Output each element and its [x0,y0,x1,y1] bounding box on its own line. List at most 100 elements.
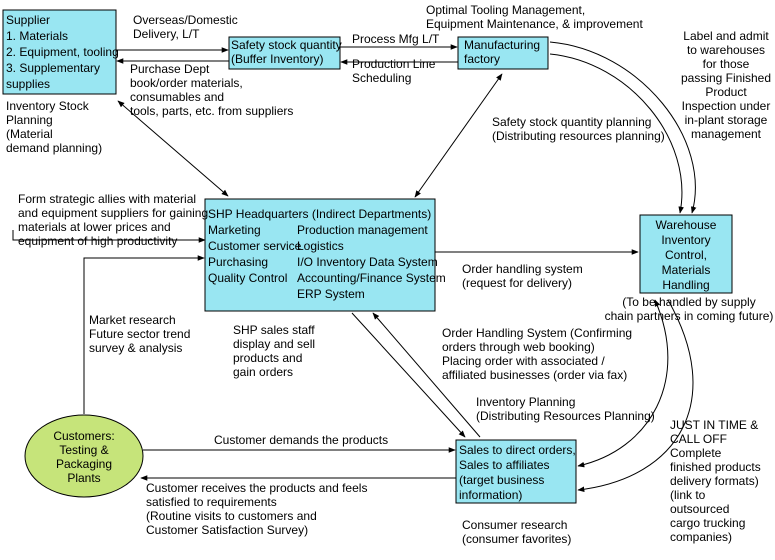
warehouse-text-line: Materials [662,263,711,277]
arrow-customers-to-headquarters [83,255,205,414]
arrow-supplier-headquarters [117,100,229,197]
label-order-web-booking-line: Placing order with associated / [442,354,605,368]
label-just-in-time-line: CALL OFF [670,432,727,446]
label-optimal-tooling-line: Optimal Tooling Management, [426,3,585,17]
label-inventory-stock-planning-line: Planning [6,113,53,127]
headquarters-title: SHP Headquarters (Indirect Departments) [208,207,431,221]
safety-stock-text-line: Safety stock quantity [231,38,342,52]
connectors [12,41,697,493]
label-consumer-research: Consumer research(consumer favorites) [462,518,571,546]
arrow-warehouse-sales-link [577,299,669,468]
label-purchase-dept-line: consumables and [130,90,224,104]
headquarters-right-column-line: ERP System [297,287,365,301]
label-admit-warehouse-line: management [691,127,762,141]
label-strategic-allies-line: Form strategic allies with material [18,192,196,206]
sales-text-line: Sales to direct orders, [459,443,576,457]
label-just-in-time-line: cargo trucking [670,516,745,530]
headquarters-left-column-line: Purchasing [208,255,268,269]
warehouse-text-line: Warehouse [656,218,717,232]
label-sales-staff-line: gain orders [233,365,293,379]
supplier-text-line: Supplier [6,13,50,27]
label-admit-warehouse-line: to warehouses [687,43,765,57]
label-inventory-stock-planning-line: demand planning) [6,141,102,155]
customers-text-line: Testing & [59,443,108,457]
label-overseas-delivery-line: Delivery, L/T [133,27,200,41]
label-production-line-line: Scheduling [352,71,411,85]
supplier-text: Supplier 1. Materials 2. Equipment, toolin… [6,13,119,91]
label-just-in-time-line: companies) [670,530,732,544]
label-admit-warehouse-line: Inspection under [682,99,771,113]
sales-text-line: (target business [459,473,544,487]
label-purchase-dept-line: book/order materials, [130,76,243,90]
sales-text-line: information) [459,488,522,502]
safety-stock-box [228,36,341,70]
sales-text-line: Sales to affiliates [459,458,550,472]
customers-text-line: Customers: [53,429,114,443]
supplier-text-line: 2. Equipment, tooling [6,45,119,59]
manufacturing-text-line: Manufacturing [464,38,540,52]
label-inventory-stock-planning-line: Inventory Stock [6,99,90,113]
customers-text-line: Plants [67,471,100,485]
headquarters-right-column-line: Logistics [297,239,344,253]
sales-box [455,439,577,504]
label-inventory-planning: Inventory Planning(Distributing Resource… [476,395,655,423]
label-safety-stock-planning-line: Safety stock quantity planning [492,115,651,129]
label-admit-warehouse-line: passing Finished [681,71,771,85]
manufacturing-box [457,36,549,70]
label-production-line-line: Production Line [352,57,436,71]
label-just-in-time-line: finished products [670,460,761,474]
arrow-headquarters-to-sales [351,312,466,438]
label-just-in-time-line: (link to [670,488,706,502]
label-customer-receives-line: Customer receives the products and feels [146,481,367,495]
customers-ellipse [24,414,144,498]
label-customer-receives: Customer receives the products and feels… [146,481,367,537]
arrow-headquarters-manufacturing [414,73,503,198]
manufacturing-text-line: factory [464,52,500,66]
label-purchase-dept-line: tools, parts, etc. from suppliers [130,104,293,118]
label-customer-receives-line: (Routine visits to customers and [146,509,317,523]
supplier-box [2,9,117,95]
supplier-text-line: 3. Supplementary [6,61,100,75]
headquarters-left-column-line: Quality Control [208,271,287,285]
label-strategic-allies-line: and equipment suppliers for gaining [18,206,208,220]
label-overseas-delivery-line: Overseas/Domestic [133,13,238,27]
sales-node: Sales to direct orders,Sales to affiliat… [455,439,577,504]
label-safety-stock-planning: Safety stock quantity planning(Distribut… [492,115,665,143]
safety-stock-node: Safety stock quantity(Buffer Inventory) [228,36,342,70]
label-market-research-line: Market research [89,313,176,327]
label-purchase-dept-line: Purchase Dept [130,62,210,76]
arrow-warehouse-sales-jit [577,299,694,493]
sales-text: Sales to direct orders,Sales to affiliat… [459,443,576,502]
arrow-manufacturing-to-warehouse-outer [549,41,697,214]
warehouse-box [639,214,733,294]
label-supply-chain-partners-line: (To be handled by supply [622,295,755,309]
safety-stock-text-line: (Buffer Inventory) [231,52,323,66]
supplier-text-line: 1. Materials [6,29,68,43]
headquarters-right-column-line: I/O Inventory Data System [297,255,438,269]
label-order-web-booking-line: orders through web booking) [442,340,595,354]
label-just-in-time-line: outsourced [670,502,729,516]
supplier-node: Supplier 1. Materials 2. Equipment, toolin… [2,9,119,95]
label-order-web-booking-line: affiliated businesses (order via fax) [442,368,627,382]
supplier-text-line: supplies [6,77,50,91]
arrow-strategic-allies-to-headquarters [12,230,206,243]
label-just-in-time-line: JUST IN TIME & [670,418,758,432]
headquarters-box [204,198,436,312]
label-just-in-time-line: Complete [670,446,722,460]
